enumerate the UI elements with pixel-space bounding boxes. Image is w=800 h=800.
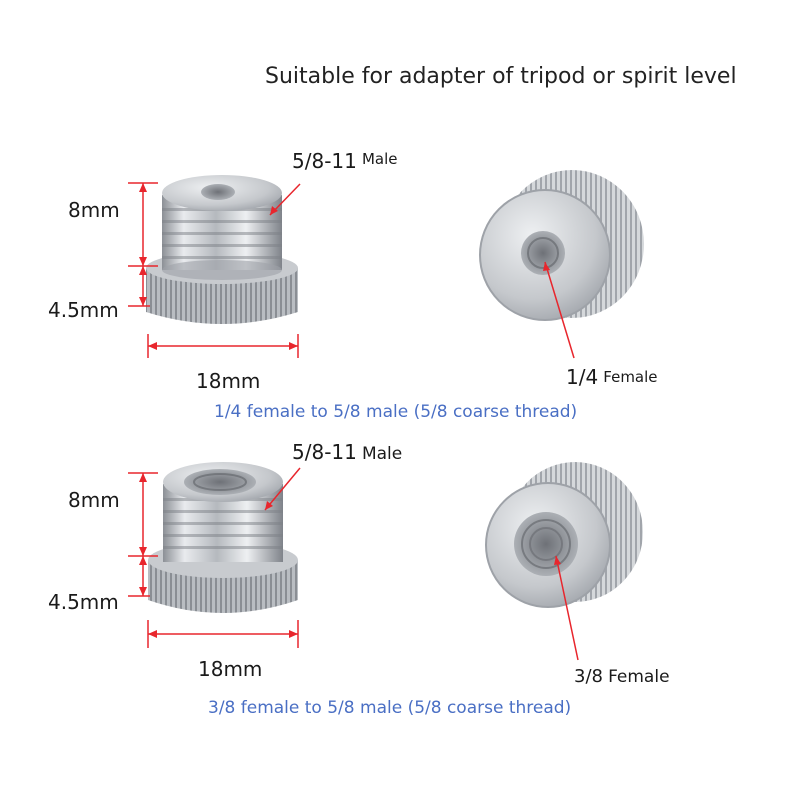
- adapter-1-side-view: [146, 175, 298, 324]
- adapter-1-top-view: [479, 170, 644, 321]
- adapter-2-male-thread-label: 5/8-11 Male: [292, 440, 402, 464]
- adapter-2-top-view: [485, 462, 643, 608]
- adapter-2-female-suffix: Female: [608, 667, 670, 687]
- adapter-1-female-suffix: Female: [603, 368, 658, 386]
- adapter-1-female-label: 1/4 Female: [566, 365, 658, 389]
- adapter-2-height-base-label: 4.5mm: [48, 590, 119, 614]
- adapter-2-female-size: 3/8: [574, 666, 603, 687]
- adapter-1-height-top-label: 8mm: [68, 198, 120, 222]
- adapter-2-width-label: 18mm: [198, 657, 263, 681]
- adapter-2-caption: 3/8 female to 5/8 male (5/8 coarse threa…: [208, 698, 572, 718]
- page-title: Suitable for adapter of tripod or spirit…: [265, 64, 737, 89]
- adapter-2-female-label: 3/8 Female: [574, 666, 670, 687]
- adapter-2-side-view: [148, 462, 298, 613]
- dimension-lines: [128, 182, 579, 661]
- adapter-2-height-top-label: 8mm: [68, 488, 120, 512]
- adapter-1-male-thread-size: 5/8-11: [292, 149, 357, 173]
- adapter-1-caption: 1/4 female to 5/8 male (5/8 coarse threa…: [214, 402, 578, 422]
- adapter-1-male-thread-suffix: Male: [361, 150, 398, 168]
- adapter-2-male-thread-suffix: Male: [361, 444, 403, 464]
- adapter-1-height-base-label: 4.5mm: [48, 298, 119, 322]
- adapter-1-width-label: 18mm: [196, 369, 261, 393]
- adapter-2-male-thread-size: 5/8-11: [292, 440, 357, 464]
- adapter-1-male-thread-label: 5/8-11 Male: [292, 149, 397, 173]
- adapter-1-female-size: 1/4: [566, 365, 599, 389]
